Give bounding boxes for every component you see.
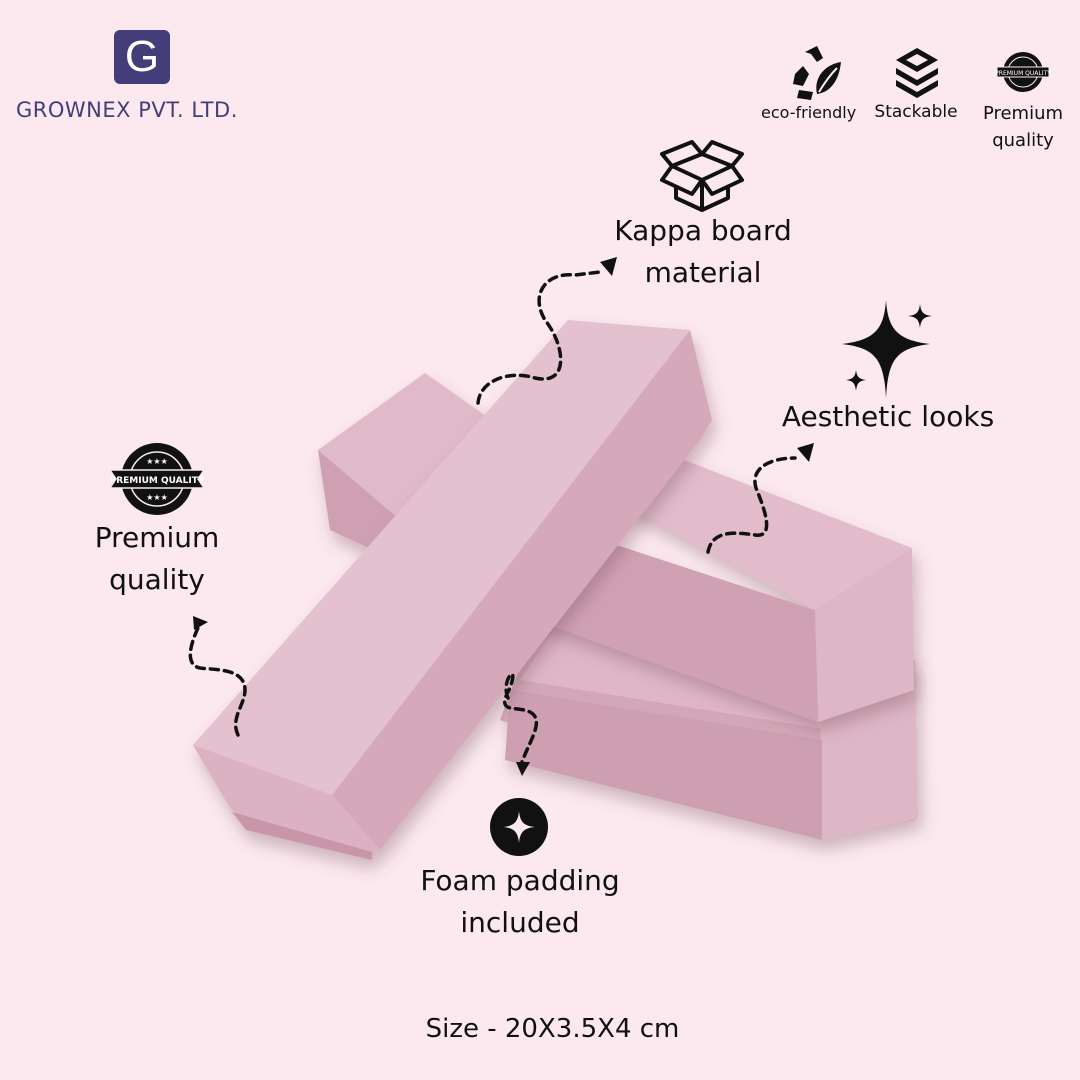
brand-logo: G bbox=[114, 30, 170, 84]
arrow-up-icon bbox=[193, 616, 208, 630]
sparkle-icon bbox=[840, 298, 936, 398]
badge-label-premium: Premium quality bbox=[982, 103, 1064, 151]
recycle-leaf-icon bbox=[789, 44, 841, 100]
badge-label-eco: eco-friendly bbox=[761, 103, 857, 122]
callout-arrowheads bbox=[193, 257, 814, 776]
arrow-up-right-icon bbox=[600, 257, 617, 276]
svg-text:PREMIUM QUALITY: PREMIUM QUALITY bbox=[995, 70, 1051, 77]
callout-foam: Foam padding included bbox=[420, 864, 620, 939]
svg-text:PREMIUM QUALITY: PREMIUM QUALITY bbox=[110, 476, 205, 486]
premium-quality-badge-icon: PREMIUM QUALITY ★★★ ★★★ bbox=[108, 440, 206, 518]
brand-name: GROWNEX PVT. LTD. bbox=[16, 98, 238, 122]
callout-paths bbox=[188, 270, 797, 764]
arrow-up-right-icon bbox=[797, 443, 814, 462]
box-back-left bbox=[318, 373, 520, 560]
sparkle-circle-icon bbox=[489, 797, 549, 857]
badge-label-stackable: Stackable bbox=[874, 102, 958, 122]
open-box-icon bbox=[660, 140, 744, 212]
size-text: Size - 20X3.5X4 cm bbox=[425, 1014, 680, 1044]
callout-premium: Premium quality bbox=[94, 521, 220, 596]
premium-quality-badge-icon: PREMIUM QUALITY bbox=[995, 50, 1051, 94]
svg-text:★★★: ★★★ bbox=[146, 493, 168, 502]
arrow-down-icon bbox=[516, 762, 530, 776]
stack-layers-icon bbox=[894, 46, 940, 98]
callout-kappa: Kappa board material bbox=[614, 214, 792, 289]
svg-text:★★★: ★★★ bbox=[146, 457, 168, 466]
box-diagonal bbox=[193, 320, 712, 860]
logo-letter: G bbox=[124, 32, 160, 81]
callout-aesthetic: Aesthetic looks bbox=[781, 400, 995, 433]
